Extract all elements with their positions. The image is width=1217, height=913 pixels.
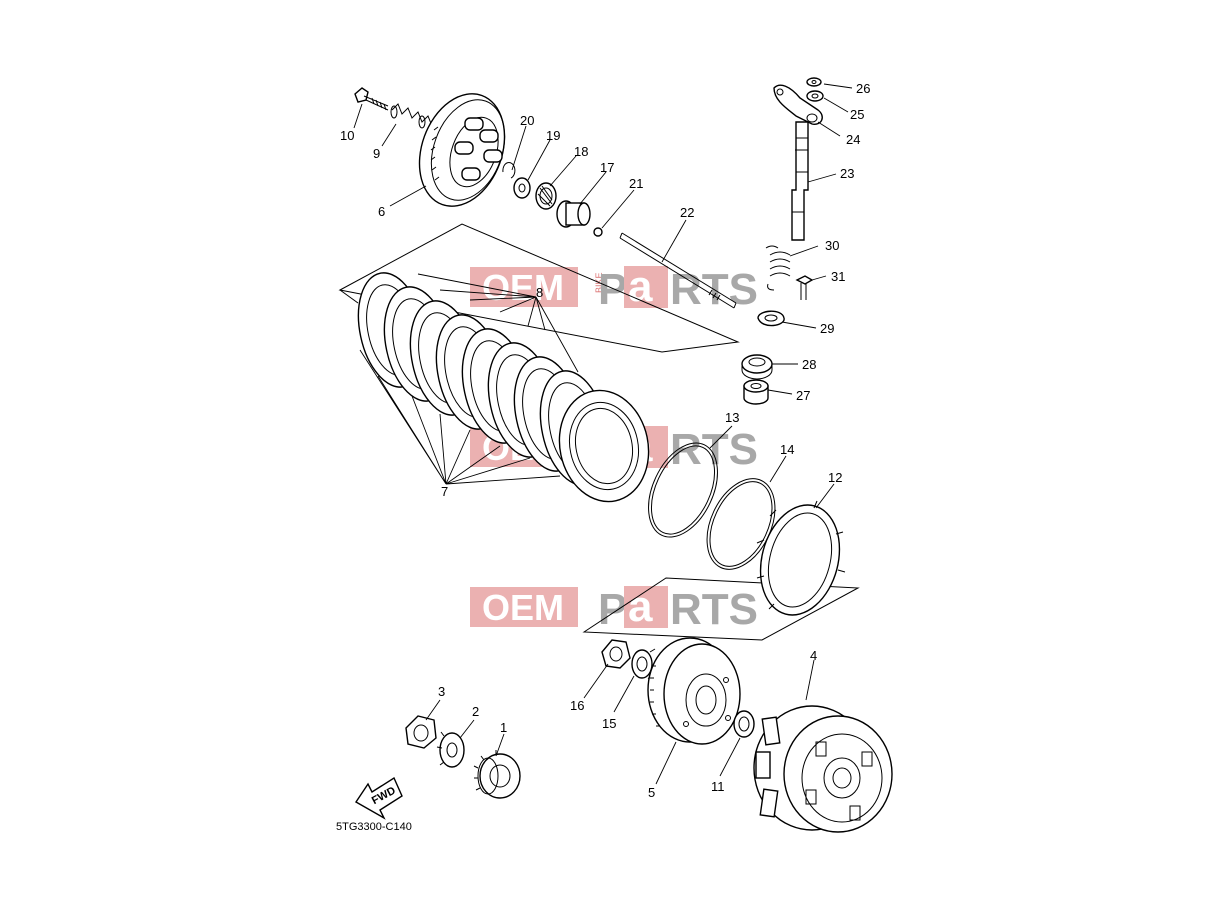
callout-10: 10 (340, 128, 354, 143)
part-25-washer (806, 90, 824, 102)
callout-28: 28 (802, 357, 816, 372)
part-26-clip (806, 77, 822, 87)
callout-31: 31 (831, 269, 845, 284)
watermark-a-text: a (628, 262, 653, 311)
callout-16: 16 (570, 698, 584, 713)
fwd-arrow-icon: FWD (355, 776, 403, 820)
watermark-p-text: P (598, 585, 627, 634)
part-17-push-rod-piece (556, 200, 591, 228)
part-1-gear (473, 750, 521, 799)
watermark-oem-text: OEM (482, 267, 564, 308)
callout-18: 18 (574, 144, 588, 159)
callout-3: 3 (438, 684, 445, 699)
part-23-shaft (791, 121, 809, 241)
part-24-lever (773, 84, 823, 125)
part-22-push-rod (619, 232, 737, 309)
part-30-spring (765, 245, 791, 291)
callout-4: 4 (810, 648, 817, 663)
watermark-a-text: a (628, 582, 653, 631)
callout-29: 29 (820, 321, 834, 336)
callout-6: 6 (378, 204, 385, 219)
watermark-rts-text: RTS (670, 585, 758, 634)
watermark-1: OEM BIKE P a RTS (470, 262, 758, 314)
part-31-bolt (795, 275, 814, 300)
callout-20: 20 (520, 113, 534, 128)
callout-17: 17 (600, 160, 614, 175)
watermark-oem-text: OEM (482, 587, 564, 628)
callout-7: 7 (441, 484, 448, 499)
callout-2: 2 (472, 704, 479, 719)
part-11-washer (733, 710, 755, 738)
callout-19: 19 (546, 128, 560, 143)
callout-leaders (353, 83, 853, 785)
callout-labels: 1 2 3 4 5 6 7 8 9 10 11 12 13 14 15 16 1… (340, 81, 870, 800)
part-21-ball (593, 227, 603, 237)
part-5-clutch-boss (647, 637, 741, 745)
callout-22: 22 (680, 205, 694, 220)
callout-14: 14 (780, 442, 794, 457)
callout-26: 26 (856, 81, 870, 96)
watermark-3: OEM P a RTS (470, 582, 758, 634)
part-27-bushing (743, 379, 769, 405)
callout-30: 30 (825, 238, 839, 253)
part-6-pressure-plate (418, 93, 506, 207)
callout-12: 12 (828, 470, 842, 485)
callout-leaders-7-8 (359, 273, 579, 485)
part-7-8-plate-stack (357, 272, 650, 503)
part-10-bolt (354, 87, 389, 111)
callout-1: 1 (500, 720, 507, 735)
callout-15: 15 (602, 716, 616, 731)
callout-24: 24 (846, 132, 860, 147)
part-16-nut (601, 639, 631, 669)
part-29-plate (757, 310, 785, 327)
part-28-oil-seal (741, 354, 773, 380)
callout-9: 9 (373, 146, 380, 161)
callout-5: 5 (648, 785, 655, 800)
callout-8: 8 (536, 285, 543, 300)
diagram-code: 5TG3300-C140 (336, 821, 412, 833)
callout-27: 27 (796, 388, 810, 403)
callout-11: 11 (711, 779, 725, 794)
part-12-friction-plate (582, 500, 860, 641)
part-19-washer (513, 177, 531, 199)
part-13-o-ring (648, 442, 718, 538)
part-2-lock-washer (436, 731, 465, 768)
callout-13: 13 (725, 410, 739, 425)
plate-stack-bracket (338, 223, 740, 353)
callout-21: 21 (629, 176, 643, 191)
part-3-nut (405, 715, 437, 749)
callout-25: 25 (850, 107, 864, 122)
part-18-bearing (535, 182, 557, 210)
callout-23: 23 (840, 166, 854, 181)
part-4-clutch-housing (753, 705, 893, 833)
watermark-p-text: P (598, 265, 627, 314)
part-20-circlip (502, 162, 516, 179)
part-9-spring (390, 103, 433, 129)
